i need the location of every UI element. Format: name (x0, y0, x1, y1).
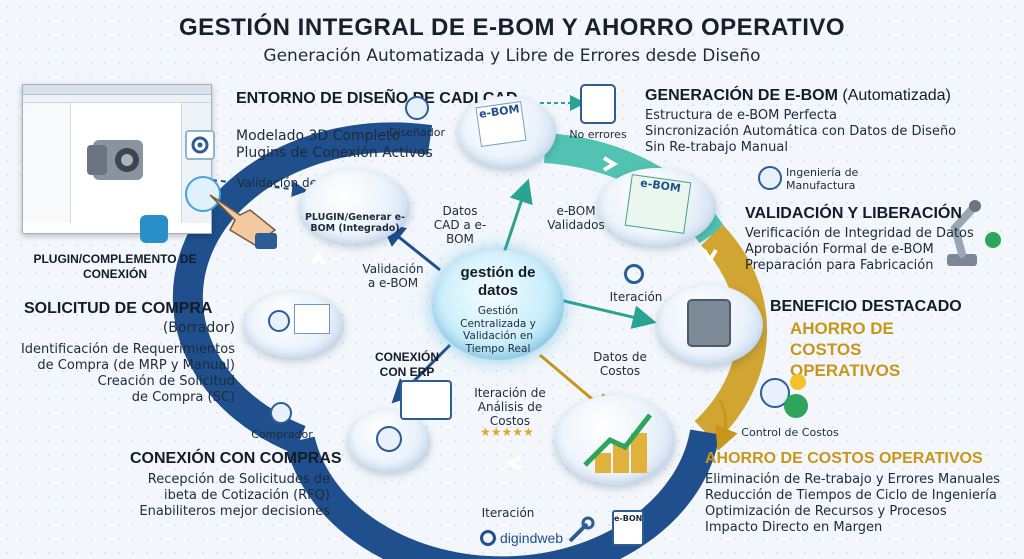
form-icon (294, 304, 330, 334)
validation-line-1: Verificación de Integridad de Datos (745, 226, 974, 241)
validation-stamp-bubble: e-BOM (598, 168, 716, 246)
purchasing-title: CONEXIÓN CON COMPRAS (130, 450, 342, 467)
cad-section-title: ENTORNO DE DISEÑO DE CADI CAD (236, 90, 518, 107)
designer-avatar (405, 96, 429, 120)
smiley-icon (790, 374, 806, 390)
ebom-generation-title: GENERACIÓN DE E-BOM (Automatizada) (645, 87, 951, 104)
flow-cost-data: Datos de Costos (593, 350, 647, 378)
purchasing-agent-avatar (376, 426, 402, 452)
purchase-request-line-3: Creación de Solicitud (97, 374, 235, 389)
plugin-gear-icon (185, 130, 215, 160)
validation-title: VALIDACIÓN Y LIBERACIÓN (745, 205, 962, 222)
flow-iteration-right: Iteración (609, 290, 663, 304)
coins-growth-icon (583, 413, 652, 473)
cad-section-line-1: Modelado 3D Completo (236, 128, 401, 144)
ring-arrow-4 (310, 251, 326, 267)
validation-line-2: Aprobación Formal de e-BOM (745, 242, 934, 257)
ring-arrow-3 (506, 455, 522, 471)
ebon-document-icon: e-BON (612, 510, 644, 546)
ebom-generation-line-2: Sincronización Automática con Datos de D… (645, 124, 957, 139)
central-hub-subtitle: Gestión Centralizada y Validación en Tie… (460, 305, 536, 355)
purchasing-line-2: ibeta de Cotización (RFQ) (164, 488, 330, 503)
flow-cost-iteration: Iteración de Análisis de Costos (474, 386, 546, 428)
ebom-generation-line-3: Sin Re-trabajo Manual (645, 140, 788, 155)
ebom-document-bubble: e-BOM (458, 96, 556, 168)
vault-icon (687, 299, 731, 347)
checklist-icon (580, 84, 616, 124)
erp-screen-icon (400, 380, 452, 420)
purchase-request-line-2: de Compra (de MRP y Manual) (37, 358, 235, 373)
ring-arrow-2 (702, 248, 718, 264)
purchase-request-bubble (244, 292, 344, 358)
savings-line-1: Eliminación de Re-trabajo y Errores Manu… (705, 472, 1000, 487)
buyer-avatar (270, 402, 292, 424)
safe-bubble (657, 285, 763, 365)
savings-line-2: Reducción de Tiempos de Ciclo de Ingenie… (705, 488, 997, 503)
cad-toolbar (23, 95, 211, 103)
plugin-button-icon[interactable] (185, 176, 221, 212)
flow-erp: CONEXIÓN CON ERP (374, 350, 439, 379)
plugin-node-label: PLUGIN/Generar e-BOM (Integrado) (304, 212, 406, 234)
purchasing-line-1: Recepción de Solicitudes de (147, 472, 330, 487)
spoke-validation (559, 298, 657, 329)
ebom-approved-document-icon: e-BOM (624, 174, 692, 234)
svg-text:★★★★★: ★★★★★ (480, 425, 534, 439)
purchasing-bubble (348, 410, 430, 472)
iteration-gear-icon (624, 264, 644, 284)
rating-stars-icon: ★★★★★ (480, 422, 540, 440)
benefit-highlight: AHORRO DE COSTOS OPERATIVOS (790, 319, 901, 380)
purchase-request-line-1: Identificación de Requerimientos (20, 342, 235, 357)
puzzle-icon (140, 215, 168, 243)
page-subtitle: Generación Automatizada y Libre de Error… (263, 46, 761, 66)
validation-line-3: Preparación para Fabricación (745, 258, 934, 273)
purchase-request-line-4: de Compra (SC) (131, 390, 235, 405)
hand-pointer-icon (209, 194, 277, 249)
central-hub-title: gestión de datos (460, 264, 536, 299)
manufacturing-engineer-avatar (758, 166, 782, 190)
savings-title: AHORRO DE COSTOS OPERATIVOS (705, 450, 983, 467)
ring-arc-blue-bottom (285, 429, 720, 559)
flow-cad-to-ebom: Datos CAD a e-BOM (433, 204, 487, 246)
cad-tree-panel (23, 103, 71, 223)
flow-validation-ebom: Validación a e-BOM (362, 262, 424, 290)
plugin-node-bubble: PLUGIN/Generar e-BOM (Integrado) (300, 170, 410, 244)
cad-section-line-2: Plugins de Conexión Activos (236, 145, 433, 161)
cost-control-role: Control de Costos (741, 426, 839, 439)
no-errors-badge: No errores (569, 128, 627, 141)
ring-arc-blue-left (172, 122, 433, 454)
tools-icon (565, 516, 595, 546)
plugin-caption: PLUGIN/COMPLEMENTO DE CONEXIÓN (33, 252, 197, 281)
purchasing-line-3: Enabiliteros mejor decisiones (139, 504, 330, 519)
manufacturing-role: Ingeniería de Manufactura (786, 166, 859, 192)
purchase-request-title: SOLICITUD DE COMPRA (24, 300, 213, 317)
page-title: GESTIÓN INTEGRAL DE E-BOM Y AHORRO OPERA… (178, 14, 846, 41)
ring-arrow-1 (602, 156, 618, 172)
cad-titlebar (23, 85, 211, 95)
brand-name: digindweb (500, 530, 564, 546)
purchase-request-suffix: (Borrador) (162, 320, 235, 336)
ebom-document-icon: e-BOM (475, 100, 527, 148)
percent-icon (784, 394, 808, 418)
buyer-role: Comprador (251, 428, 313, 441)
flow-iteration-bottom: Iteración (481, 506, 535, 520)
cad-connector (211, 179, 308, 198)
savings-line-4: Impacto Directo en Margen (705, 520, 883, 535)
benefit-title: BENEFICIO DESTACADO (770, 298, 962, 315)
designer-role: Diseñador (389, 126, 445, 139)
robot-arm-icon (947, 200, 1001, 266)
savings-line-3: Optimización de Recursos y Procesos (705, 504, 947, 519)
cad-window (22, 84, 212, 234)
flow-ebom-validated: e-BOM Validados (547, 204, 605, 232)
spoke-plugin (380, 222, 441, 272)
savings-arrow (715, 399, 738, 452)
cad-part-3d-icon (87, 140, 143, 180)
requester-avatar (268, 310, 290, 332)
brand-logo-icon (480, 530, 496, 546)
central-data-hub: gestión de datos Gestión Centralizada y … (432, 250, 564, 360)
coins-growth-bubble (555, 395, 675, 485)
ebom-generation-line-1: Estructura de e-BOM Perfecta (645, 108, 837, 123)
validation-data-label: Validación de Datos (237, 176, 356, 190)
